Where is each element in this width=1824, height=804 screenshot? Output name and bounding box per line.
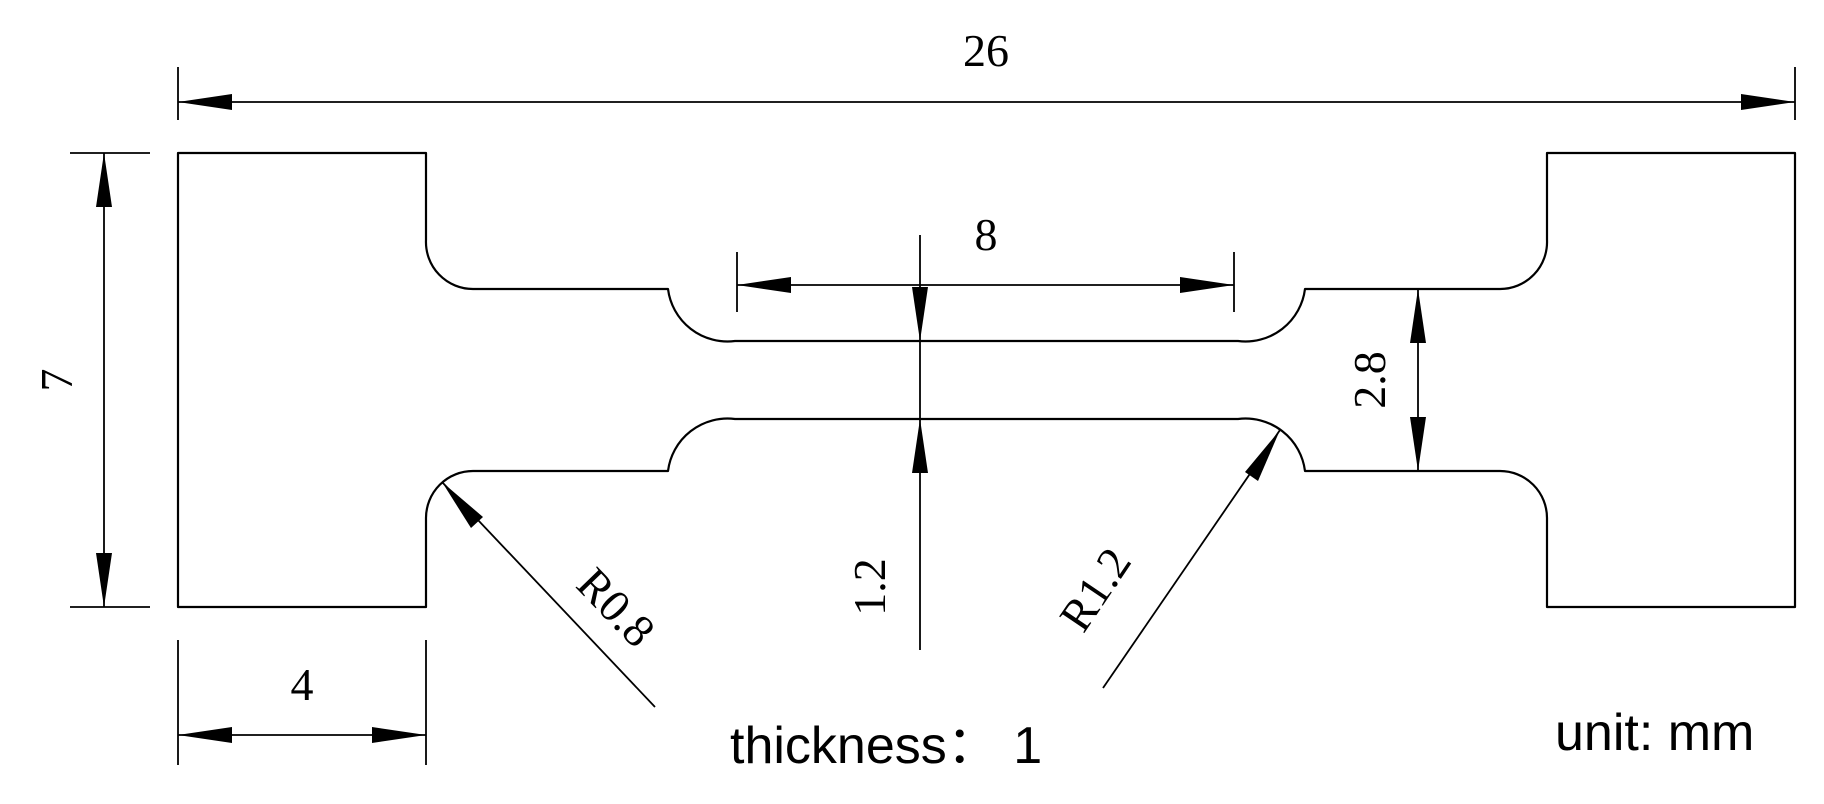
thickness-note: thickness： 1: [730, 717, 1042, 775]
dimension-label-fillet-large: R1.2: [1049, 539, 1141, 641]
arrowhead: [1410, 289, 1426, 343]
specimen-outline: [176, 151, 1797, 609]
arrowhead: [178, 94, 232, 110]
arrowhead: [178, 727, 232, 743]
arrowhead: [1741, 94, 1795, 110]
dimension-label-overall-width: 7: [31, 369, 82, 392]
arrowhead: [912, 419, 928, 473]
dimension-label-gauge-width: 1.2: [844, 558, 895, 616]
dimension-fillet-large: R1.2: [1049, 429, 1281, 689]
arrowhead: [96, 553, 112, 607]
dimension-label-gauge-length: 8: [975, 209, 998, 260]
arrowhead: [372, 727, 426, 743]
dimension-label-shoulder-width: 2.8: [1344, 351, 1395, 409]
unit-note: unit: mm: [1555, 704, 1754, 762]
arrowhead: [1245, 430, 1280, 481]
dimension-label-grip-length: 4: [291, 659, 314, 710]
arrowhead: [912, 287, 928, 341]
arrowhead: [737, 277, 791, 293]
dimension-gauge-width: 1.2: [844, 235, 928, 650]
dimension-label-overall-length: 26: [963, 25, 1009, 76]
dimension-overall-length: 26: [177, 25, 1796, 120]
dimension-gauge-length: 8: [736, 209, 1235, 312]
dimension-fillet-small: R0.8: [441, 481, 665, 708]
arrowhead: [1410, 417, 1426, 471]
dimension-overall-width: 7: [31, 152, 150, 608]
arrowhead: [442, 482, 483, 528]
dimension-shoulder-width: 2.8: [1344, 289, 1426, 471]
dimension-label-fillet-small: R0.8: [567, 558, 665, 657]
arrowhead: [1180, 277, 1234, 293]
dimension-grip-length: 4: [177, 640, 427, 765]
arrowhead: [96, 153, 112, 207]
